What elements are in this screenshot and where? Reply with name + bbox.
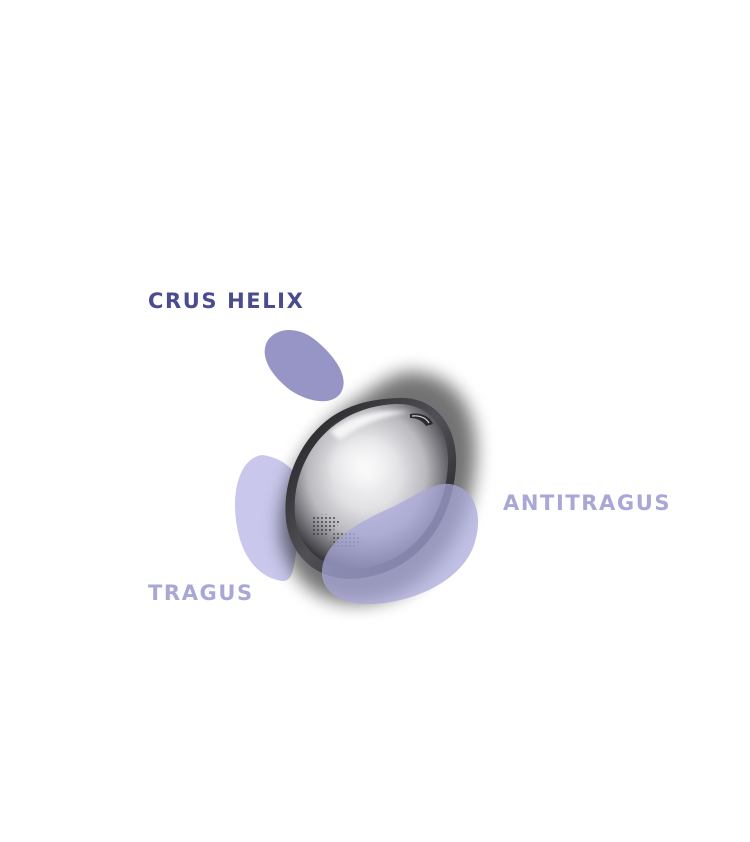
earbud-highlight [330,410,410,440]
crus-helix-zone [264,329,344,402]
tragus-label: TRAGUS [148,581,254,605]
crus-helix-label: CRUS HELIX [148,289,305,313]
speaker-grille-icon [312,514,340,538]
earbud-sensor [410,413,433,426]
earbud-glare [324,432,400,492]
antitragus-label: ANTITRAGUS [503,491,672,515]
antitragus-zone [321,483,479,605]
